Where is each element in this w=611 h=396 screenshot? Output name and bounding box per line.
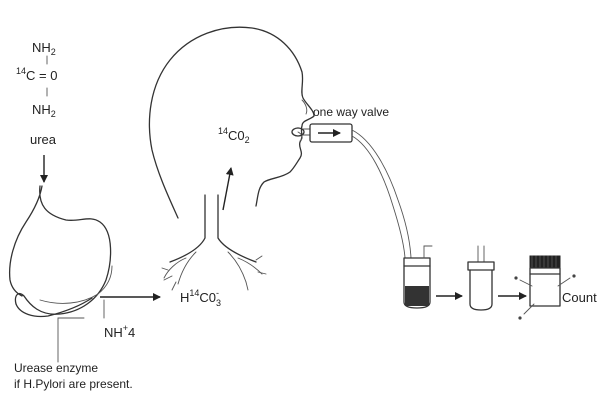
urea-label: urea	[30, 132, 56, 147]
bicarbonate-charge-and-subscript: -3	[216, 293, 224, 305]
urea-nh2-top: NH2	[32, 40, 56, 55]
urea-nh2-top-sub: 2	[51, 47, 56, 57]
urea-carbon: 14C = 0	[16, 68, 57, 83]
enzyme-note-line1: Urease enzyme	[14, 361, 98, 376]
stomach-lining	[40, 266, 112, 303]
urea-nh2-bottom: NH2	[32, 102, 56, 117]
counter-vial	[514, 256, 575, 320]
bicarbonate-base: C0	[199, 290, 216, 305]
enzyme-pointer	[58, 318, 84, 362]
urea-nh2-top-base: NH	[32, 40, 51, 55]
urea-nh2-bottom-base: NH	[32, 102, 51, 117]
exhaled-sub: 2	[245, 135, 250, 145]
exhaled-isotope: 14	[218, 126, 228, 136]
head-silhouette	[149, 27, 314, 218]
collection-bottle	[404, 246, 432, 308]
bicarbonate-sub: 3	[216, 299, 221, 308]
exhaled-base: C0	[228, 128, 245, 143]
ammonium-label: NH+4	[104, 325, 135, 340]
bicarbonate-h: H	[180, 290, 189, 305]
bronchial-tree	[162, 195, 266, 290]
one-way-valve-label: one way valve	[313, 105, 389, 120]
urea-nh2-bottom-sub: 2	[51, 109, 56, 119]
bicarbonate-isotope: 14	[189, 288, 199, 298]
scintillation-vial	[468, 246, 494, 310]
bicarbonate-charge: -	[216, 289, 219, 298]
urea-carbon-isotope: 14	[16, 66, 26, 76]
ammonium-count: 4	[128, 325, 135, 340]
enzyme-note-line2: if H.Pylori are present.	[14, 377, 133, 392]
exhalation-arrow	[223, 168, 231, 210]
exhaled-co2-label: 14C02	[218, 128, 250, 143]
bicarbonate-label: H14C0-3	[180, 290, 224, 305]
urea-carbon-base: C = 0	[26, 68, 57, 83]
count-label: Count	[562, 290, 597, 305]
one-way-valve	[310, 124, 352, 142]
ammonium-base: NH	[104, 325, 123, 340]
